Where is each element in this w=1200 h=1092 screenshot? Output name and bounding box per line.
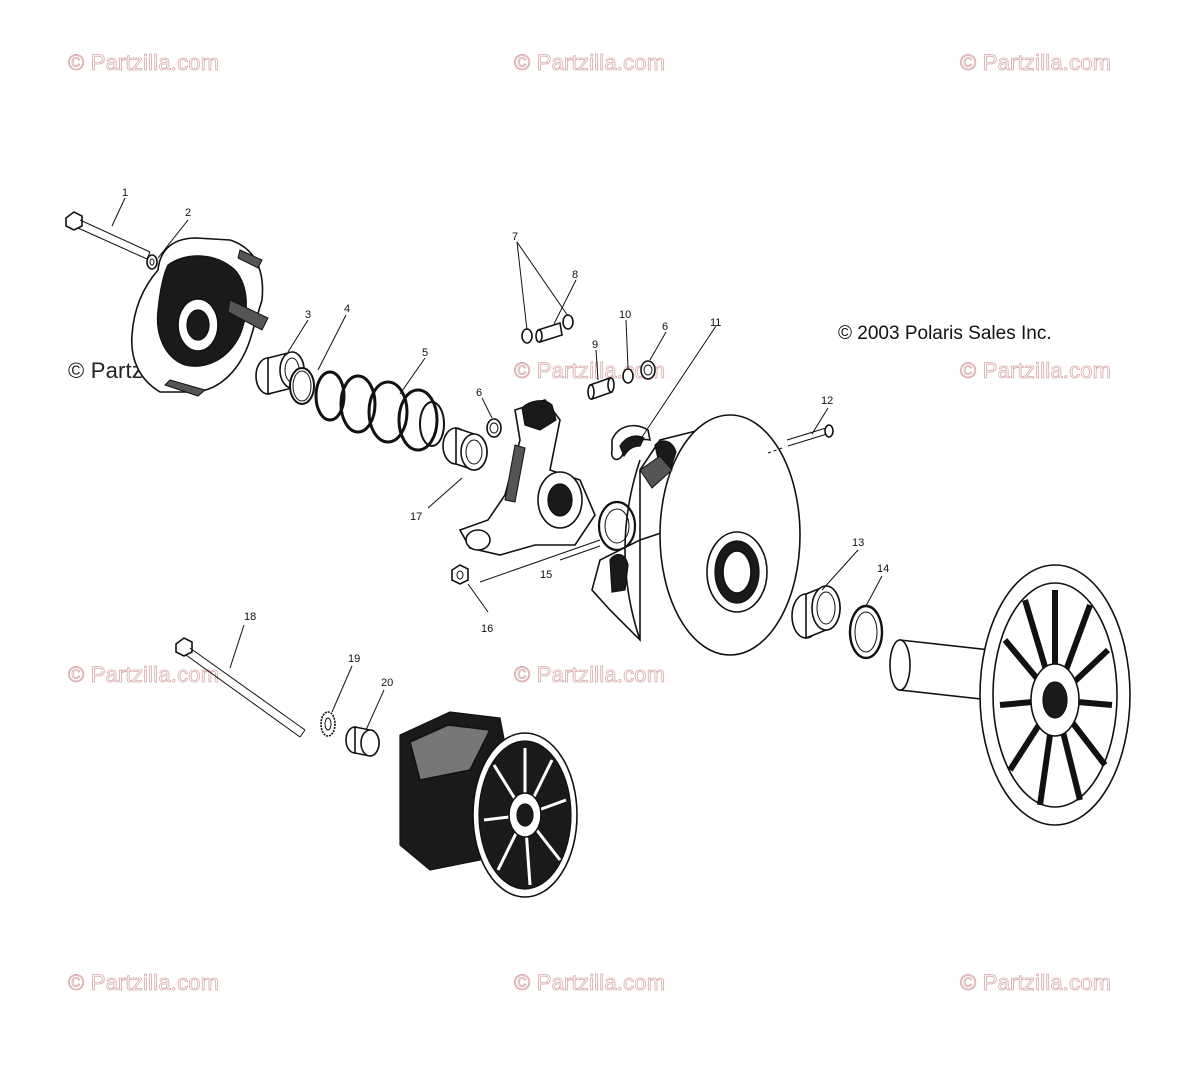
part-17-bushing[interactable]	[442, 426, 488, 471]
assembled-clutch[interactable]	[399, 711, 578, 898]
watermark: © Partzilla.com	[514, 970, 666, 996]
part-2-washer[interactable]	[146, 254, 158, 270]
callout-20: 20	[381, 677, 393, 689]
part-12-pin[interactable]	[767, 424, 834, 454]
callout-17: 17	[410, 511, 422, 523]
part-9-pin[interactable]	[587, 376, 615, 401]
watermark: © Partzilla.com	[68, 662, 220, 688]
part-13-bushing[interactable]	[791, 585, 841, 640]
callout-9: 9	[592, 339, 598, 351]
spider-arm[interactable]	[458, 399, 596, 556]
part-5-spring[interactable]	[314, 370, 445, 452]
copyright-notice: © 2003 Polaris Sales Inc.	[838, 323, 1052, 344]
part-8-pin[interactable]	[535, 321, 563, 344]
callout-5: 5	[422, 347, 428, 359]
part-11-weight[interactable]	[610, 424, 652, 461]
callout-1: 1	[122, 187, 128, 199]
part-19-washer[interactable]	[320, 711, 336, 737]
callout-14: 14	[877, 563, 889, 575]
part-15-bushing[interactable]	[597, 500, 637, 552]
callout-18: 18	[244, 611, 256, 623]
part-6-roller[interactable]	[486, 418, 502, 438]
callout-15: 15	[540, 569, 552, 581]
callout-2: 2	[185, 207, 191, 219]
callout-3: 3	[305, 309, 311, 321]
callout-6-left: 6	[476, 387, 482, 399]
moveable-sheave[interactable]	[591, 414, 801, 656]
callout-4: 4	[344, 303, 350, 315]
part-7-washer[interactable]	[521, 314, 574, 344]
callout-11: 11	[710, 317, 721, 329]
spider-cover[interactable]	[130, 237, 269, 397]
callout-16: 16	[481, 623, 493, 635]
watermark: © Partzilla.com	[68, 50, 220, 76]
watermark: © Partzilla.com	[960, 970, 1112, 996]
callout-19: 19	[348, 653, 360, 665]
callout-13: 13	[852, 537, 864, 549]
watermark: © Partzilla.com	[514, 50, 666, 76]
fixed-sheave[interactable]	[889, 564, 1131, 826]
callout-6-right: 6	[662, 321, 668, 333]
watermark: © Partzilla.com	[960, 358, 1112, 384]
part-16-nut[interactable]	[451, 564, 469, 585]
part-1-bolt[interactable]	[65, 211, 166, 263]
part-18-bolt[interactable]	[175, 637, 306, 738]
watermark: © Partzilla.com	[960, 50, 1112, 76]
part-20-bushing[interactable]	[345, 726, 380, 757]
watermark: © Partzilla.com	[514, 662, 666, 688]
watermark: © Partzilla.com	[68, 970, 220, 996]
callout-10: 10	[619, 309, 631, 321]
callout-8: 8	[572, 269, 578, 281]
watermark: © Partzilla.com	[514, 358, 666, 384]
leader-lines	[111, 197, 883, 731]
part-14-seal[interactable]	[848, 604, 884, 660]
callout-7: 7	[512, 231, 518, 243]
callout-12: 12	[821, 395, 833, 407]
part-10-washer[interactable]	[622, 368, 634, 384]
part-4-ring[interactable]	[289, 367, 315, 405]
part-6-roller-right[interactable]	[640, 360, 656, 380]
callouts: 1 2 3 4 5 6 6 7 8 9 10 11 12 13 14 15 16…	[122, 187, 889, 689]
